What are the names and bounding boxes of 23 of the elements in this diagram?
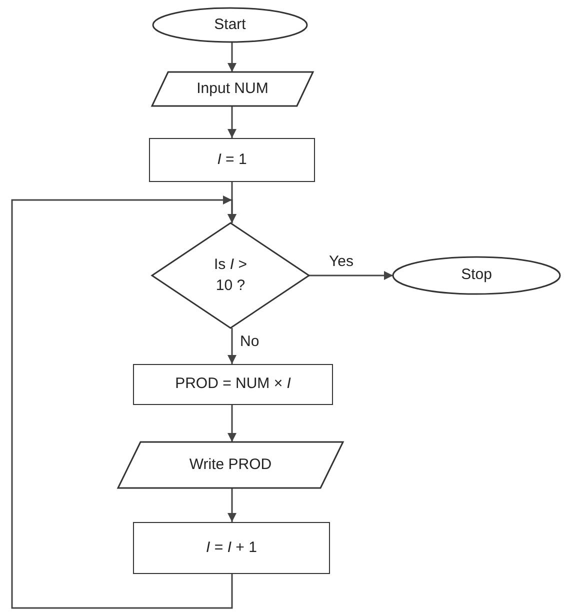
- io-parallelogram: [152, 72, 313, 106]
- node-text: Is I > 10 ?: [213, 255, 248, 296]
- node-text: Stop: [461, 265, 492, 286]
- node-text: PROD = NUM × I: [175, 374, 291, 394]
- process-box: [133, 522, 330, 574]
- arrow: [228, 42, 236, 72]
- arrow: [309, 271, 393, 280]
- terminal-oval: [393, 257, 560, 294]
- node-text: Start: [214, 14, 246, 35]
- process-box: [149, 138, 315, 182]
- process-box: [133, 364, 333, 405]
- arrow: [228, 405, 236, 442]
- io-parallelogram: [118, 442, 343, 488]
- node-text: I = I + 1: [206, 538, 257, 558]
- arrow: [228, 328, 236, 364]
- decision-diamond: [152, 223, 309, 328]
- node-text: Input NUM: [196, 78, 268, 99]
- node-text: Write PROD: [189, 454, 272, 475]
- arrow: [228, 488, 236, 522]
- arrow: [11, 196, 236, 609]
- arrow: [228, 106, 236, 138]
- node-text: I = 1: [217, 150, 247, 170]
- terminal-oval: [153, 8, 307, 42]
